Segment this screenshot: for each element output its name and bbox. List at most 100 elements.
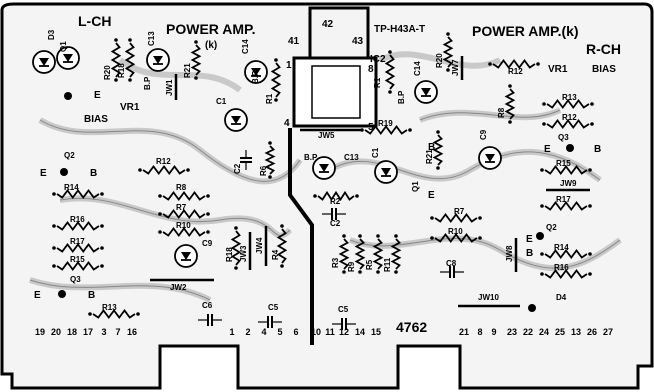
label-r1-right: R1 <box>373 77 382 88</box>
bias-left: BIAS <box>84 114 108 125</box>
ic-pin-4: 4 <box>284 118 290 129</box>
label-jw8: JW8 <box>505 245 514 262</box>
q3-left-b: B <box>88 290 95 301</box>
label-r21-left: R21 <box>183 63 192 78</box>
edge-pin-3: 3 <box>101 327 106 337</box>
capacitor-c2-mid <box>322 208 346 220</box>
resistor-r12-left <box>142 165 186 175</box>
diode-d4-pad <box>528 304 536 312</box>
label-c8: C8 <box>446 259 457 268</box>
capacitor-c5-right <box>332 318 356 330</box>
capacitor-d3-body <box>32 50 56 74</box>
label-d4: D4 <box>556 293 567 302</box>
label-jw3: JW3 <box>239 245 248 262</box>
ic-pin-41: 41 <box>288 36 300 47</box>
label-r5: R5 <box>365 259 374 270</box>
label-r8-right: R8 <box>497 107 506 118</box>
label-r7-right: R7 <box>454 207 465 216</box>
label-c1-right: C1 <box>371 147 380 158</box>
edge-pin-12: 12 <box>339 327 349 337</box>
label-c2-mid: C2 <box>330 219 341 228</box>
label-jw4: JW4 <box>255 237 264 254</box>
edge-pin-21: 21 <box>459 327 469 337</box>
resistor-r12-right-top <box>492 59 536 69</box>
label-c5-right: C5 <box>338 305 349 314</box>
label-q2-left: Q2 <box>64 151 75 160</box>
resistor-r10-right <box>434 233 478 243</box>
label-c13-left: C13 <box>147 31 156 46</box>
transistor-q2-right-pad <box>536 232 544 240</box>
capacitor-c8 <box>440 266 464 278</box>
q2-left-b: B <box>90 168 97 179</box>
ic-part-number: TP-H43A-T <box>374 24 425 35</box>
power-amp-left-suffix: (k) <box>205 40 217 51</box>
label-r13-right: R13 <box>562 93 577 102</box>
resistor-r14-right <box>544 249 588 259</box>
q3-right-b: B <box>594 144 601 155</box>
q3-left-e: E <box>34 290 41 301</box>
label-r19: R19 <box>378 119 393 128</box>
edge-pin-25: 25 <box>555 327 565 337</box>
edge-pin-8: 8 <box>477 327 482 337</box>
label-r12-left: R12 <box>156 157 171 166</box>
edge-pin-13: 13 <box>571 327 581 337</box>
resistor-r18-mid <box>230 230 242 266</box>
label-c14-right: C14 <box>413 61 422 76</box>
c13-right-bp: B.P <box>304 153 318 162</box>
edge-pin-17: 17 <box>83 327 93 337</box>
vr-right: VR1 <box>548 64 568 75</box>
resistor-r17-left <box>56 243 100 253</box>
edge-pin-23: 23 <box>507 327 517 337</box>
resistor-r19 <box>364 125 408 135</box>
resistor-r4 <box>276 228 288 264</box>
resistor-r13-right <box>546 99 590 109</box>
label-c9-right: C9 <box>479 129 488 140</box>
power-amp-left-heading: POWER AMP. <box>166 21 255 37</box>
edge-pin-20: 20 <box>51 327 61 337</box>
edge-pin-18: 18 <box>67 327 77 337</box>
label-r7-left: R7 <box>176 203 187 212</box>
edge-pin-4: 4 <box>261 327 266 337</box>
label-r10-left: R10 <box>176 221 191 230</box>
edge-pin-19: 19 <box>35 327 45 337</box>
edge-pin-5: 5 <box>277 327 282 337</box>
label-r16-right: R16 <box>554 263 569 272</box>
resistor-r18-left <box>124 42 136 78</box>
label-r15-right: R15 <box>556 159 571 168</box>
ic-window <box>311 65 361 119</box>
label-r13-left: R13 <box>102 303 117 312</box>
edge-pin-14: 14 <box>355 327 365 337</box>
edge-pin-7: 7 <box>115 327 120 337</box>
label-c14-left: C14 <box>241 39 250 54</box>
edge-pin-24: 24 <box>539 327 549 337</box>
resistor-r10-left <box>162 227 206 237</box>
edge-pin-10: 10 <box>311 327 321 337</box>
c14-left-bp: B.P <box>251 70 260 84</box>
capacitor-c14-left <box>244 60 268 84</box>
right-channel-heading: R-CH <box>586 41 621 57</box>
label-r12-right-top: R12 <box>508 67 523 76</box>
capacitor-c5-left <box>258 316 282 328</box>
label-r15-left: R15 <box>70 255 85 264</box>
label-r18-mid: R18 <box>225 247 234 262</box>
resistor-r1-right <box>384 54 396 90</box>
component-labels: Q1 D3 C13 R20 R18 C14 R21 JW1 R1 C1 JW5 … <box>34 29 601 314</box>
label-r6: R6 <box>259 165 268 176</box>
q2-right-e: E <box>526 234 533 245</box>
component-glyphs <box>32 32 594 330</box>
edge-pin-27: 27 <box>603 327 613 337</box>
label-r20-right: R20 <box>435 53 444 68</box>
label-r9: R9 <box>347 261 356 272</box>
resistor-r2 <box>317 190 355 202</box>
capacitor-c1-right <box>374 160 398 184</box>
label-r21-right: R21 <box>425 149 434 164</box>
resistor-r15-right <box>544 165 588 175</box>
resistor-r15-left <box>56 261 100 271</box>
ic-body <box>292 56 378 128</box>
label-jw9: JW9 <box>560 179 577 188</box>
label-r17-left: R17 <box>70 237 85 246</box>
label-r12-right: R12 <box>562 113 577 122</box>
edge-pin-16: 16 <box>127 327 137 337</box>
resistor-r16-right <box>544 269 588 279</box>
transistor-q1-left-body <box>56 46 80 70</box>
